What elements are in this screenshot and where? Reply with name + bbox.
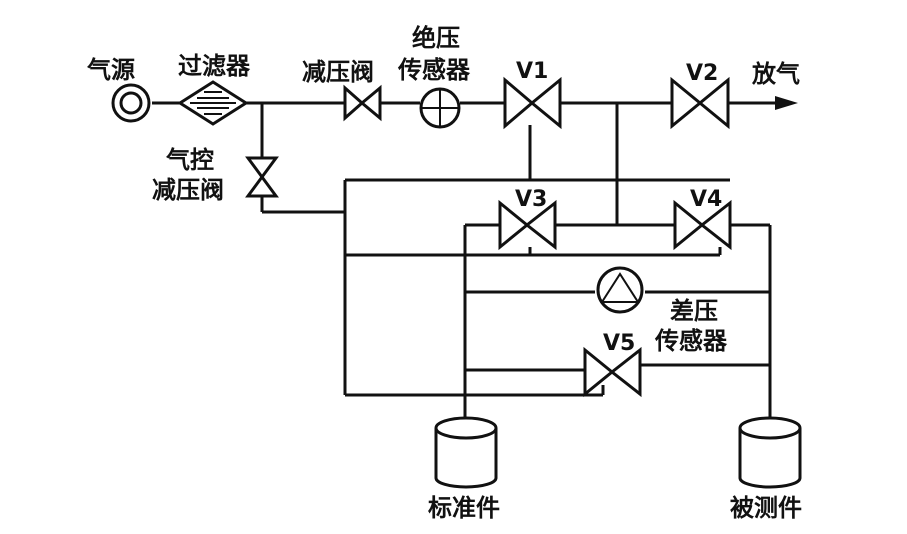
vent-arrow-icon — [775, 96, 798, 110]
label-test-piece: 被测件 — [730, 494, 802, 522]
valve-v2-icon — [670, 76, 730, 130]
label-standard: 标准件 — [428, 494, 500, 522]
label-v4: V4 — [690, 187, 722, 212]
label-abs-sensor-1: 绝压 — [412, 24, 460, 52]
label-v5: V5 — [603, 331, 635, 356]
label-v2: V2 — [686, 61, 718, 86]
label-abs-sensor-2: 传感器 — [397, 56, 471, 84]
gas-source-icon — [111, 83, 151, 123]
label-pilot-2: 减压阀 — [152, 176, 224, 204]
filter-icon — [177, 80, 249, 126]
absolute-pressure-sensor-icon — [419, 87, 461, 129]
valve-v5-icon — [583, 346, 642, 398]
pilot-reducer-valve-icon — [245, 156, 279, 198]
valve-v3-icon — [498, 199, 557, 251]
label-reducer: 减压阀 — [302, 58, 374, 86]
label-filter: 过滤器 — [178, 52, 251, 80]
label-vent: 放气 — [751, 60, 800, 88]
pressure-reducer-valve-icon — [343, 84, 382, 122]
test-piece-icon — [738, 416, 802, 489]
label-diff-2: 传感器 — [654, 327, 728, 355]
valve-v1-icon — [503, 76, 562, 130]
label-v3: V3 — [515, 187, 547, 212]
label-diff-1: 差压 — [670, 297, 718, 325]
label-gas-source: 气源 — [86, 56, 135, 84]
differential-pressure-sensor-icon — [596, 266, 644, 314]
label-v1: V1 — [516, 59, 548, 84]
standard-piece-icon — [434, 416, 498, 489]
label-pilot-1: 气控 — [165, 146, 214, 174]
valve-v4-icon — [673, 199, 732, 251]
